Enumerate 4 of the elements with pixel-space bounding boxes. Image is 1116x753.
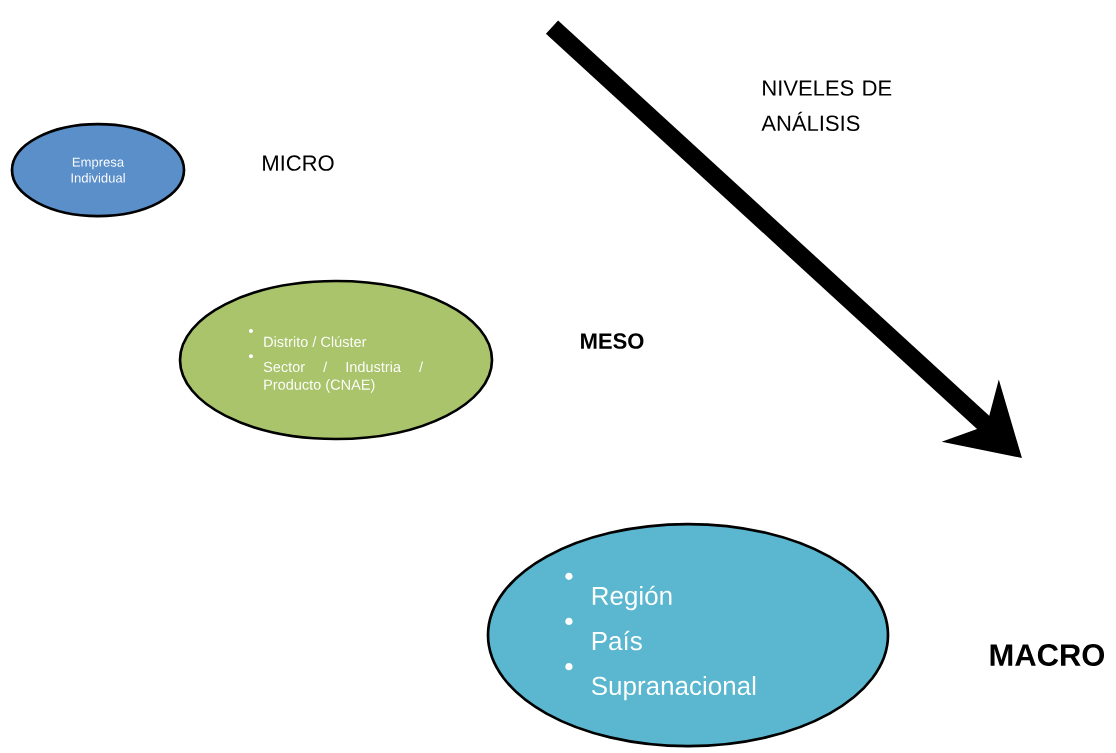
level-label: MICRO bbox=[263, 155, 334, 171]
axis-label: NIVELES DE ANÁLISIS bbox=[761, 80, 892, 131]
level-label: MACRO bbox=[990, 644, 1105, 666]
level-label: MESO bbox=[581, 333, 644, 349]
